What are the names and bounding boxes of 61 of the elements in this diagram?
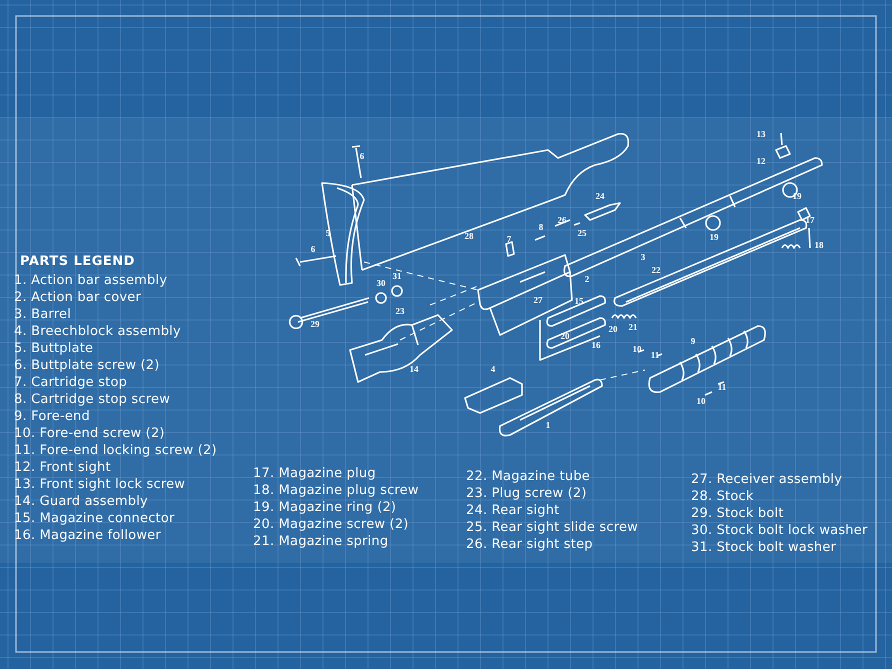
legend-entry: 2. Action bar cover [14,290,142,306]
callout-number: 13 [756,129,766,139]
legend-entry: 27. Receiver assembly [691,472,842,488]
callout-number: 29 [310,319,320,329]
callout-number: 25 [578,228,586,238]
legend-entry: 21. Magazine spring [253,534,388,550]
callout-number: 22 [652,265,660,275]
legend-entry: 12. Front sight [14,460,111,476]
legend-entry: 28. Stock [691,489,754,505]
callout-number: 14 [410,364,418,374]
callout-number: 2 [584,274,590,284]
callout-number: 11 [718,382,726,392]
legend-entry: 19. Magazine ring (2) [253,500,396,516]
legend-entry: 8. Cartridge stop screw [14,392,170,408]
legend-entry: 3. Barrel [14,307,72,323]
callout-number: 10 [696,396,706,406]
callout-number: 6 [360,151,364,161]
legend-entry: 9. Fore-end [14,409,90,425]
callout-number: 1 [546,420,550,430]
legend-entry: 25. Rear sight slide screw [466,520,638,536]
legend-entry: 1. Action bar assembly [14,273,168,289]
legend-entry: 18. Magazine plug screw [253,483,419,499]
legend-entry: 4. Breechblock assembly [14,324,181,340]
callout-number: 16 [592,340,600,350]
callout-number: 24 [596,191,604,201]
legend-entry: 10. Fore-end screw (2) [14,426,165,442]
legend-entry: 23. Plug screw (2) [466,486,587,502]
callout-number: 12 [756,156,766,166]
legend-entry: 30. Stock bolt lock washer [691,523,868,539]
callout-number: 28 [464,231,474,241]
legend-entry: 26. Rear sight step [466,537,593,553]
legend-entry: 13. Front sight lock screw [14,477,186,493]
callout-number: 18 [814,240,824,250]
legend-entry: 6. Buttplate screw (2) [14,358,160,374]
callout-number: 23 [396,306,404,316]
callout-number: 8 [538,222,544,232]
callout-number: 4 [490,364,496,374]
legend-entry: 5. Buttplate [14,341,94,357]
legend-entry: 16. Magazine follower [14,528,161,544]
callout-number: 31 [392,271,402,281]
legend-entry: 17. Magazine plug [253,466,376,482]
legend-entry: 11. Fore-end locking screw (2) [14,443,217,459]
callout-number: 7 [506,234,512,244]
legend-entry: 24. Rear sight [466,503,560,519]
callout-number: 11 [650,350,660,360]
callout-number: 21 [628,322,638,332]
callout-number: 19 [710,232,718,242]
legend-entry: 31. Stock bolt washer [691,540,836,556]
legend-entry: 14. Guard assembly [14,494,148,510]
legend-entry: 22. Magazine tube [466,469,590,485]
legend-entry: 7. Cartridge stop [14,375,128,391]
callout-number: 27 [534,295,542,305]
callout-number: 3 [640,252,646,262]
callout-number: 20 [608,324,618,334]
callout-number: 9 [690,336,696,346]
callout-number: 6 [310,244,316,254]
legend-entry: 15. Magazine connector [14,511,175,527]
legend-entry: 29. Stock bolt [691,506,784,522]
legend-entry: 20. Magazine screw (2) [253,517,409,533]
callout-number: 30 [376,278,386,288]
legend-heading: PARTS LEGEND [20,254,135,269]
